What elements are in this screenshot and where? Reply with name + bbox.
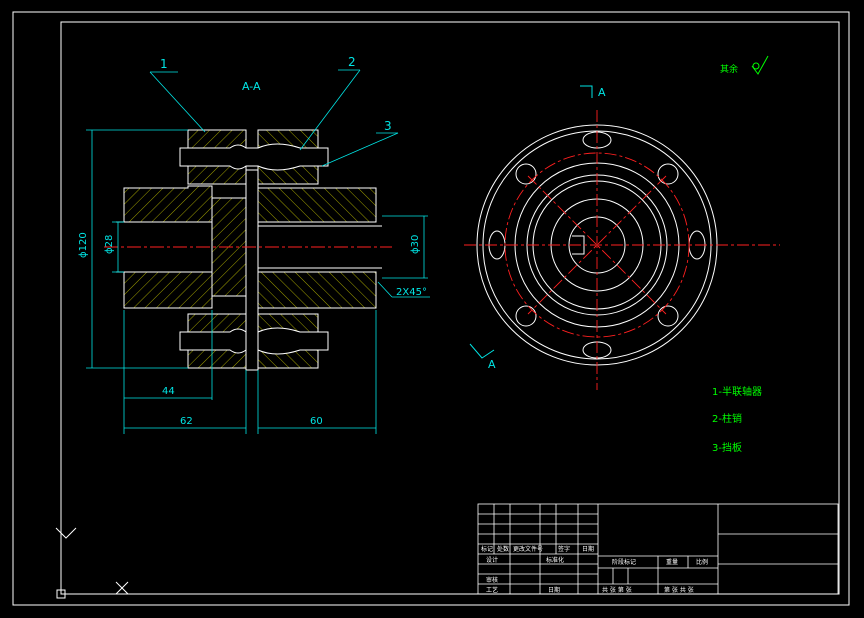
dimension-lines bbox=[86, 69, 430, 434]
dim-bore-left: ϕ28 bbox=[104, 235, 115, 254]
left-hub-hatch-top bbox=[123, 185, 213, 223]
dim-44: 44 bbox=[162, 386, 175, 397]
part-number-1: 1 bbox=[160, 57, 168, 71]
inner-border bbox=[60, 21, 840, 595]
left-hub-hatch-bottom bbox=[123, 271, 213, 309]
tb-weight: 重量 bbox=[666, 558, 678, 566]
tb-designer: 设计 bbox=[486, 556, 498, 564]
part-number-2: 2 bbox=[348, 55, 356, 69]
tb-count: 处数 bbox=[497, 545, 509, 553]
view-arrows bbox=[469, 85, 593, 359]
dim-overall-diameter: ϕ120 bbox=[78, 232, 89, 258]
legend-item-2: 2-柱销 bbox=[712, 412, 742, 425]
legend-item-1: 1-半联轴器 bbox=[712, 385, 762, 398]
tb-date: 日期 bbox=[582, 545, 594, 553]
title-block bbox=[477, 503, 839, 595]
end-view-centerlines bbox=[464, 110, 780, 390]
dim-60: 60 bbox=[310, 416, 323, 427]
tb-sheet-info: 共 张 第 张 bbox=[602, 586, 632, 594]
dim-chamfer: 2X45° bbox=[396, 287, 427, 298]
right-hub-hatch-bottom bbox=[257, 271, 377, 309]
pin-top bbox=[179, 143, 329, 171]
dim-62: 62 bbox=[180, 416, 193, 427]
tb-change-file: 更改文件号 bbox=[513, 545, 543, 553]
tb-mark: 标记 bbox=[481, 545, 493, 553]
view-label-bottom: A bbox=[488, 358, 496, 371]
legend-item-3: 3-挡板 bbox=[712, 441, 742, 454]
section-label: A-A bbox=[242, 80, 261, 93]
tb-standardize: 标准化 bbox=[546, 556, 564, 564]
right-hub-hatch-top bbox=[257, 187, 377, 223]
tb-stage-mark: 阶段标记 bbox=[612, 558, 636, 566]
ucs-icon bbox=[55, 527, 129, 599]
roughness-note: 其余 bbox=[720, 63, 738, 75]
tb-process: 工艺 bbox=[486, 586, 498, 594]
part-number-3: 3 bbox=[384, 119, 392, 133]
tb-scale: 比例 bbox=[696, 558, 708, 566]
section-view bbox=[104, 129, 392, 371]
roughness-symbol bbox=[751, 55, 769, 75]
tb-page-info: 第 张 共 张 bbox=[664, 586, 694, 594]
dim-bore-right: ϕ30 bbox=[410, 235, 421, 254]
tb-check: 审核 bbox=[486, 576, 498, 584]
tb-signature: 签字 bbox=[558, 545, 570, 553]
tb-approve: 日期 bbox=[548, 586, 560, 594]
view-label-top: A bbox=[598, 86, 606, 99]
outer-border bbox=[12, 11, 850, 606]
